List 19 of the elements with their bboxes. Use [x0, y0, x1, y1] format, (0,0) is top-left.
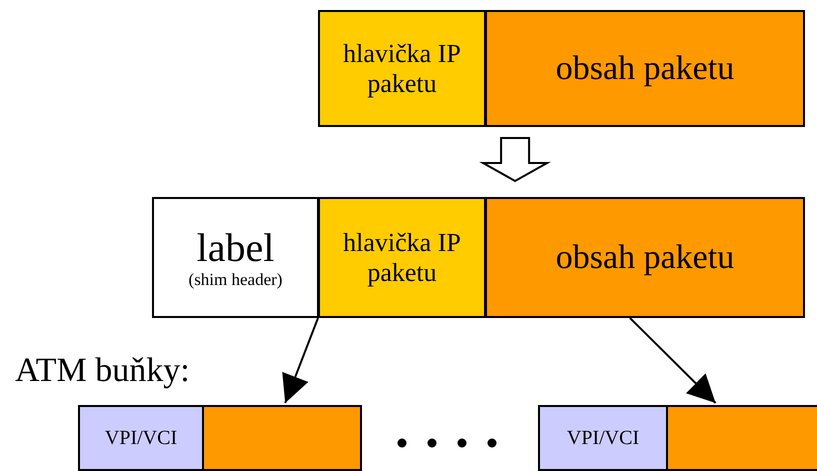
box-text: hlavička IP paketu [342, 228, 462, 288]
section-label: ATM buňky: [15, 352, 190, 390]
header-box [318, 10, 486, 127]
box-text: label [196, 225, 274, 272]
payload-box [485, 10, 805, 127]
arrow [629, 317, 716, 404]
box-text: obsah paketu [556, 238, 734, 278]
cell-header-box [538, 405, 668, 471]
cell-header-box [78, 405, 204, 471]
box-text: VPI/VCI [566, 426, 640, 450]
header-box [318, 197, 486, 318]
payload-box [485, 197, 805, 318]
box-text: VPI/VCI [104, 426, 178, 450]
box-text: hlavička IP paketu [342, 38, 462, 98]
label-box [152, 197, 319, 318]
note-text: (shim header) [188, 271, 282, 290]
arrow [282, 318, 319, 404]
block-arrow [479, 137, 551, 182]
box-text: obsah paketu [556, 48, 734, 88]
